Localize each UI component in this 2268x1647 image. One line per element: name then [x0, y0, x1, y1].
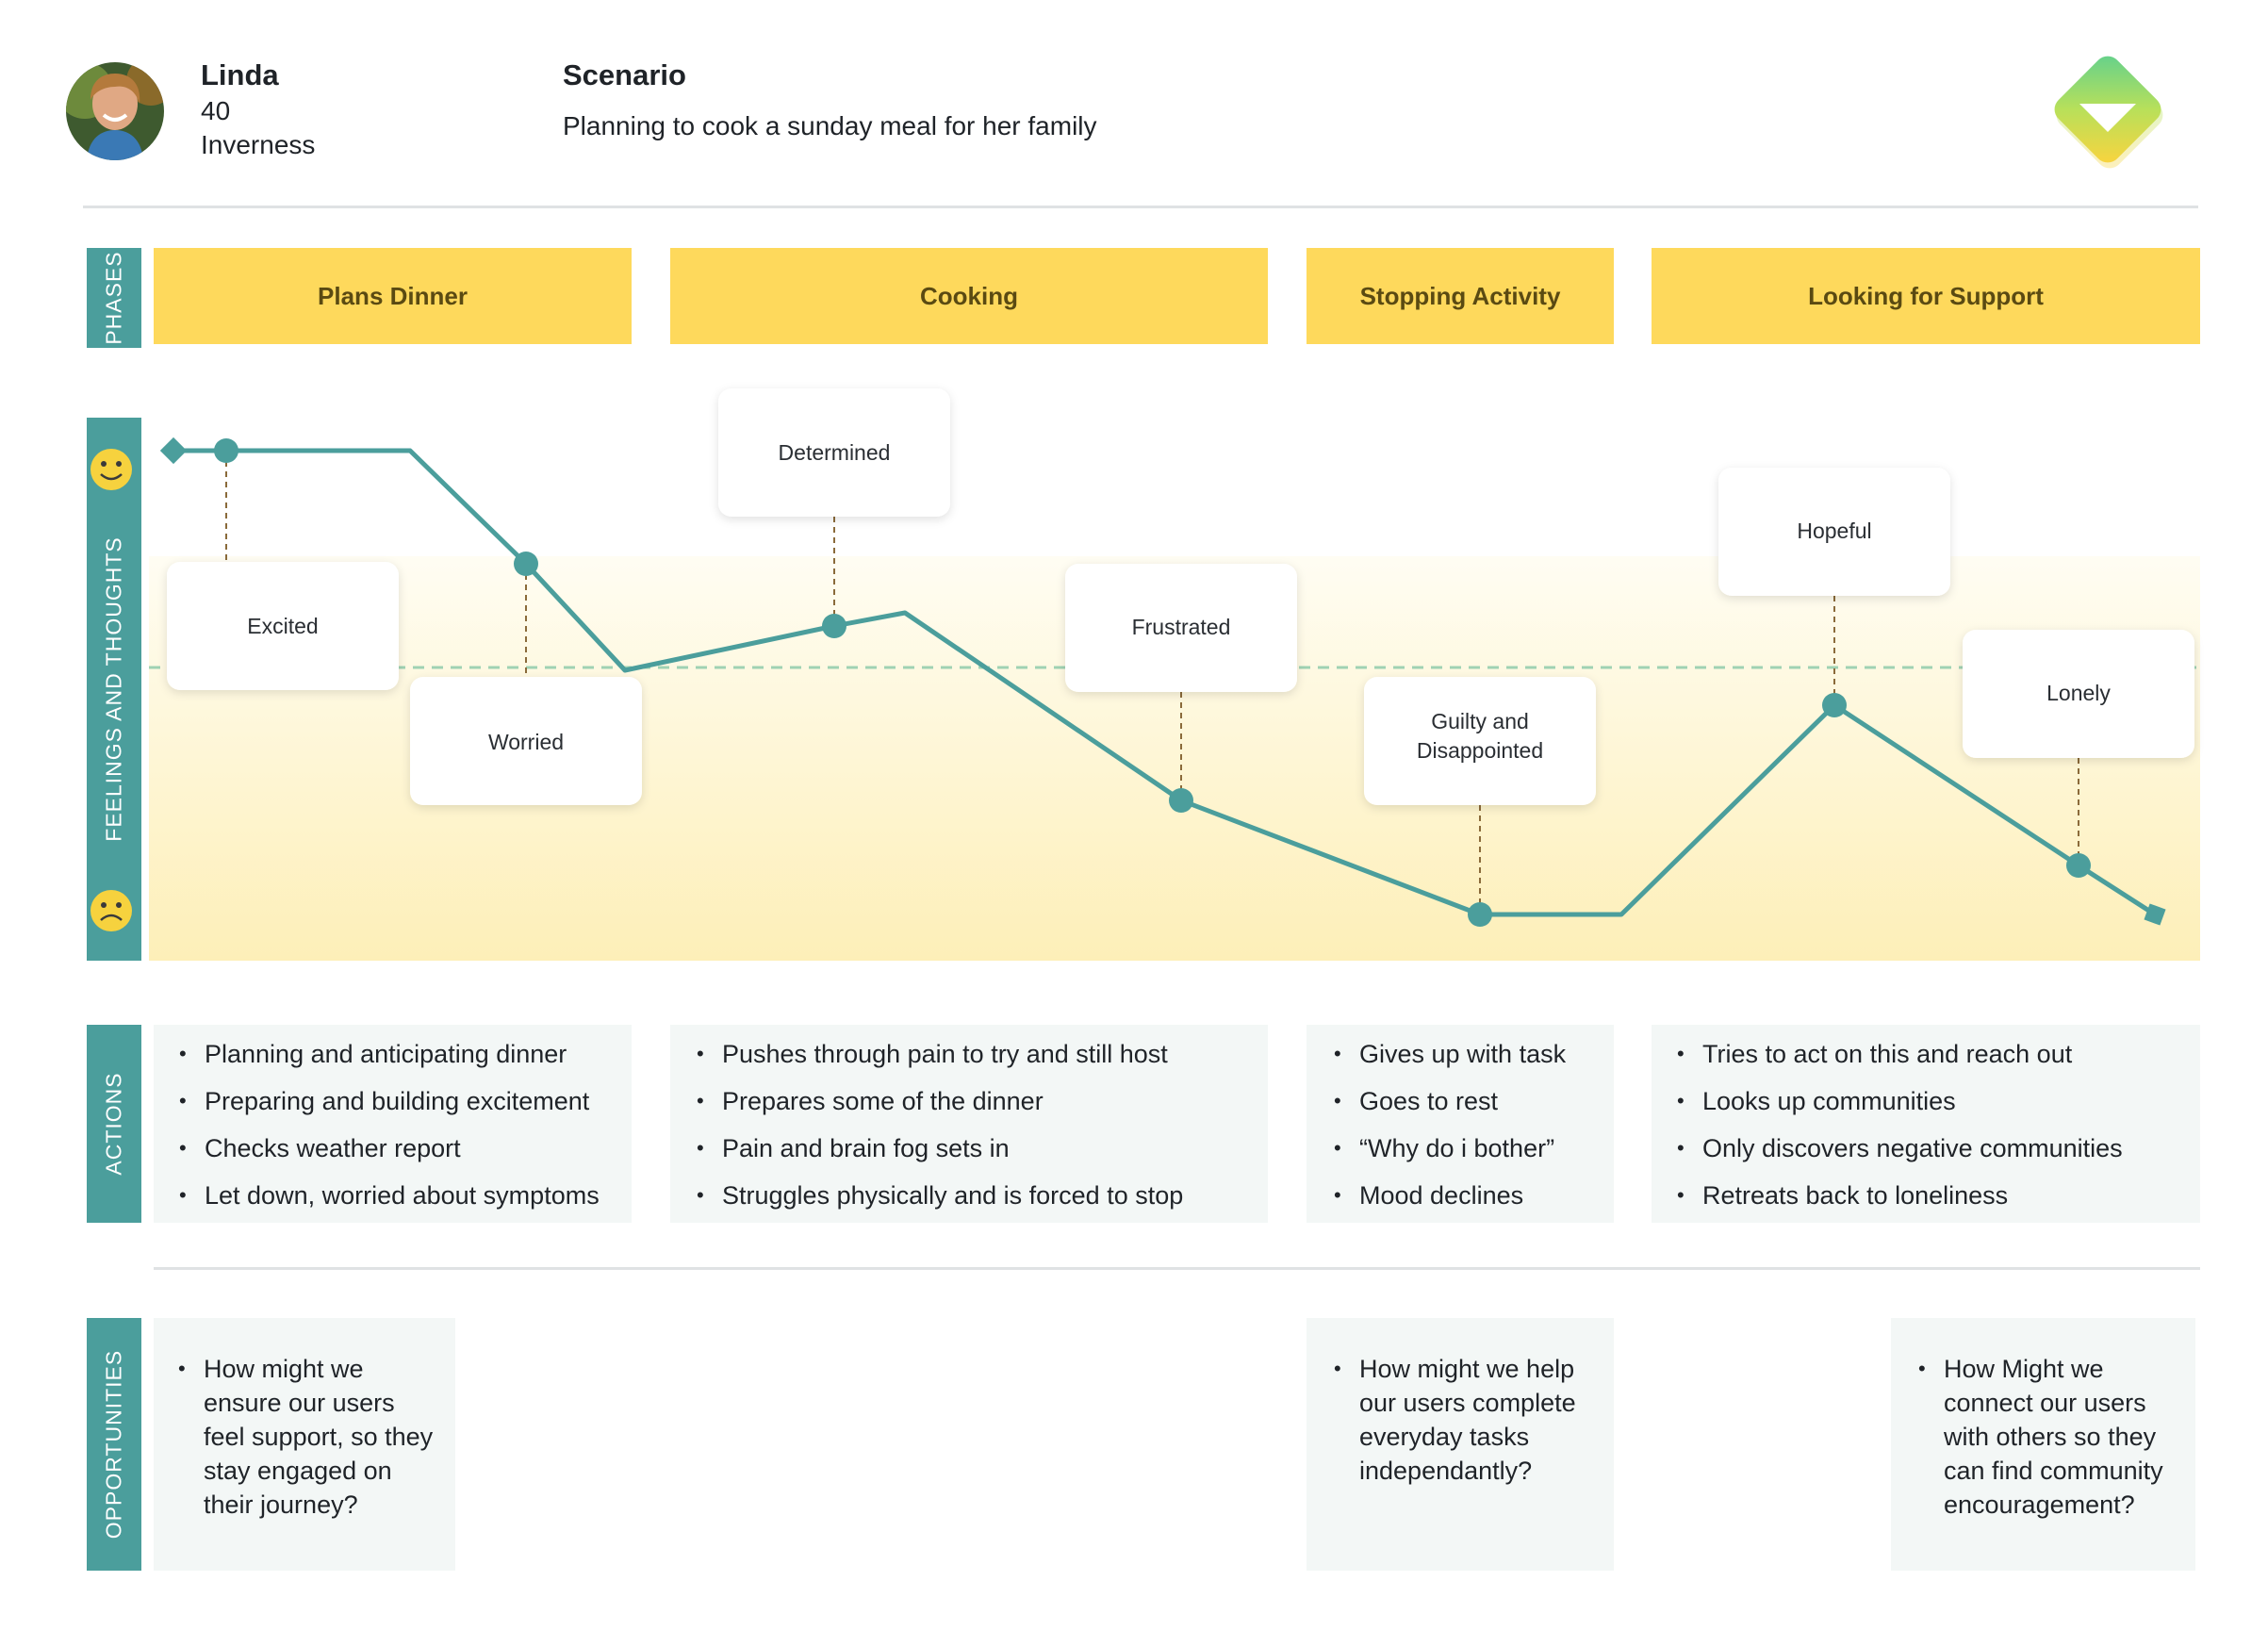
persona-location: Inverness [201, 130, 316, 159]
list-item: Tries to act on this and reach out [1677, 1030, 2200, 1078]
list-item: Mood declines [1334, 1172, 1614, 1219]
section-label-opportunities: OPPORTUNITIES [87, 1318, 141, 1571]
list-item: Pushes through pain to try and still hos… [697, 1030, 1268, 1078]
list-item: Planning and anticipating dinner [179, 1030, 632, 1078]
list-item: “Why do i bother” [1334, 1125, 1614, 1172]
opportunity-support: How might we ensure our users feel suppo… [154, 1318, 455, 1571]
list-item: Pain and brain fog sets in [697, 1125, 1268, 1172]
emotion-label-excited: Excited [247, 614, 318, 638]
frown-face-icon [90, 890, 132, 931]
header-divider [83, 206, 2198, 208]
emotion-card-determined: Determined [718, 388, 950, 517]
phase-stopping-activity: Stopping Activity [1307, 248, 1614, 344]
list-item: Retreats back to loneliness [1677, 1172, 2200, 1219]
persona-name: Linda [201, 58, 279, 91]
list-item: Checks weather report [179, 1125, 632, 1172]
smiley-face-icon [90, 449, 132, 490]
actions-divider [154, 1267, 2200, 1270]
scenario-title: Scenario [563, 58, 686, 91]
phase-plans-dinner: Plans Dinner [154, 248, 632, 344]
point-guilty [1468, 902, 1492, 927]
section-label-phases: PHASES [87, 248, 141, 348]
list-item: How might we help our users complete eve… [1334, 1352, 1597, 1488]
emotion-label-lonely: Lonely [2046, 681, 2111, 705]
point-excited [214, 438, 238, 463]
point-hopeful [1822, 693, 1847, 717]
emotion-label-determined: Determined [779, 440, 891, 465]
emotion-card-lonely: Lonely [1963, 630, 2194, 758]
list-item: Preparing and building excitement [179, 1078, 632, 1125]
list-item: Only discovers negative communities [1677, 1125, 2200, 1172]
actions-looking-for-support: Tries to act on this and reach out Looks… [1652, 1025, 2200, 1223]
emotion-card-guilty: Guilty and Disappointed [1364, 677, 1596, 805]
point-worried [514, 552, 538, 576]
point-lonely [2066, 853, 2091, 878]
list-item: How Might we connect our users with othe… [1918, 1352, 2182, 1522]
list-item: Goes to rest [1334, 1078, 1614, 1125]
curve-start-marker [159, 436, 188, 465]
list-item: Let down, worried about symptoms [179, 1172, 632, 1219]
opportunity-community: How Might we connect our users with othe… [1891, 1318, 2195, 1571]
point-determined [822, 614, 846, 638]
curve-end-marker [2144, 903, 2166, 926]
emotion-label-guilty: Guilty and Disappointed [1416, 709, 1544, 763]
emotion-label-worried: Worried [488, 730, 564, 754]
list-item: How might we ensure our users feel suppo… [178, 1352, 436, 1522]
list-item: Gives up with task [1334, 1030, 1614, 1078]
actions-plans-dinner: Planning and anticipating dinner Prepari… [154, 1025, 632, 1223]
opportunity-independence: How might we help our users complete eve… [1307, 1318, 1614, 1571]
list-item: Prepares some of the dinner [697, 1078, 1268, 1125]
list-item: Struggles physically and is forced to st… [697, 1172, 1268, 1219]
point-frustrated [1169, 788, 1193, 813]
actions-cooking: Pushes through pain to try and still hos… [670, 1025, 1268, 1223]
emotion-label-frustrated: Frustrated [1132, 615, 1231, 639]
section-label-actions: ACTIONS [87, 1025, 141, 1223]
emotion-card-hopeful: Hopeful [1718, 468, 1950, 596]
section-label-feelings: FEELINGS AND THOUGHTS [87, 418, 141, 961]
list-item: Looks up communities [1677, 1078, 2200, 1125]
scenario-description: Planning to cook a sunday meal for her f… [563, 111, 1097, 140]
persona-age: 40 [201, 96, 231, 125]
emotion-card-frustrated: Frustrated [1065, 564, 1297, 692]
brand-logo-icon [2034, 40, 2185, 190]
emotion-card-worried: Worried [410, 677, 642, 805]
phase-looking-for-support: Looking for Support [1652, 248, 2200, 344]
actions-stopping-activity: Gives up with task Goes to rest “Why do … [1307, 1025, 1614, 1223]
emotion-card-excited: Excited [167, 562, 399, 690]
emotion-label-hopeful: Hopeful [1797, 519, 1871, 543]
phase-cooking: Cooking [670, 248, 1268, 344]
